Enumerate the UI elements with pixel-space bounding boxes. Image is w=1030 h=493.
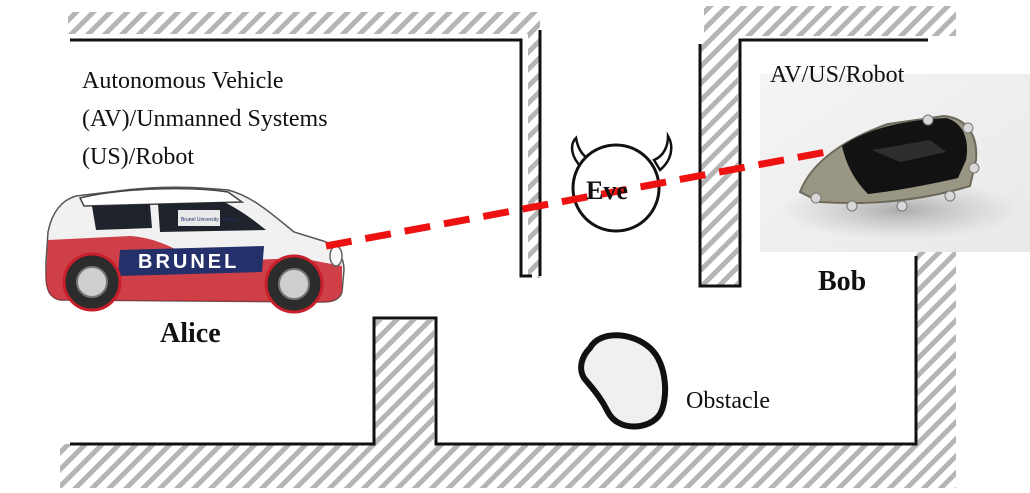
car-navy-stripe — [118, 246, 264, 276]
bob-description: AV/US/Robot — [770, 62, 905, 88]
top-right-wall-band — [704, 6, 956, 36]
hatched-walls — [60, 6, 956, 488]
communication-link — [325, 148, 827, 250]
right-partition-line — [698, 38, 928, 288]
obstacle-shape — [578, 332, 669, 430]
left-partition-band — [528, 12, 540, 278]
bob-robot — [760, 74, 1030, 252]
alice-label: Alice — [160, 318, 221, 349]
car-door-sticker — [178, 210, 220, 226]
right-wall-band — [916, 252, 956, 446]
bob-label: Bob — [818, 266, 867, 297]
alice-description-line-1: Autonomous Vehicle — [82, 68, 284, 94]
right-partition-band — [700, 36, 738, 286]
car-front-hub — [278, 268, 310, 300]
top-left-wall-band — [68, 12, 538, 34]
eve-label: Eve — [586, 176, 628, 205]
car-roof — [78, 187, 245, 207]
car-headlight — [329, 245, 343, 267]
alice-description-line-2: (AV)/Unmanned Systems — [82, 106, 328, 132]
alice-car: BRUNEL Brunel University London — [45, 186, 345, 314]
top-left-wall-line — [70, 38, 532, 278]
right-wall-line — [70, 256, 918, 446]
obstacle-label: Obstacle — [686, 388, 770, 414]
bottom-block-band — [374, 320, 434, 444]
wall-lines — [70, 30, 928, 446]
robot-legs — [810, 114, 980, 212]
car-door-text: Brunel University London — [181, 217, 237, 223]
car-rear-hub — [76, 266, 108, 298]
bottom-wall-band — [60, 444, 956, 488]
car-brand-text: BRUNEL — [138, 251, 239, 273]
alice-description-line-3: (US)/Robot — [82, 144, 195, 170]
robot-cover-highlight — [872, 140, 946, 162]
eve-horn-right — [652, 131, 673, 172]
